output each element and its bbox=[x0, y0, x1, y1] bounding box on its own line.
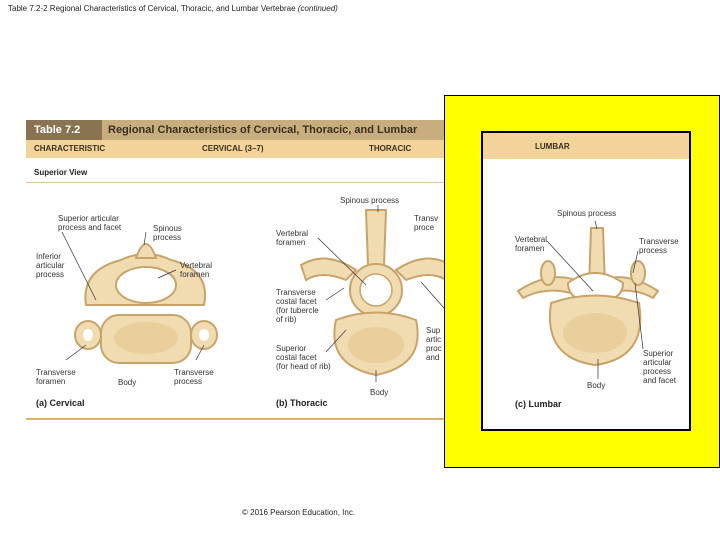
divider bbox=[26, 182, 694, 183]
label-cervical-spinous: Spinous process bbox=[153, 224, 182, 242]
label-text: Spinous process bbox=[557, 209, 617, 218]
label-text: Transverse costal facet (for tubercle of… bbox=[276, 288, 319, 324]
label-text: Transverse foramen bbox=[36, 368, 76, 386]
label-cervical-transverse-process: Transverse process bbox=[174, 368, 214, 386]
label-thoracic-body: Body bbox=[370, 388, 388, 397]
copyright-footer: © 2016 Pearson Education, Inc. bbox=[242, 508, 356, 517]
table-title: Regional Characteristics of Cervical, Th… bbox=[108, 124, 418, 136]
slide-title: Table 7.2-2 Regional Characteristics of … bbox=[8, 4, 338, 13]
caption-cervical: (a) Cervical bbox=[36, 398, 85, 408]
vertebrae-illustrations bbox=[61, 205, 453, 382]
label-text: Superior articular process and facet bbox=[58, 214, 122, 232]
slide-title-suffix: (continued) bbox=[297, 4, 338, 13]
table-number: Table 7.2 bbox=[26, 120, 102, 140]
label-text: Superior costal facet (for head of rib) bbox=[276, 344, 331, 371]
label-thoracic-superior-partial: Sup artic proc and bbox=[426, 326, 442, 362]
thoracic-vertebra-drawing bbox=[299, 205, 453, 382]
label-inferior-articular: Inferior articular process bbox=[36, 252, 64, 279]
label-text: Body bbox=[587, 381, 606, 390]
label-lumbar-vertebral-foramen: Vertebral foramen bbox=[515, 235, 547, 253]
label-text: Transverse process bbox=[174, 368, 214, 386]
label-text: Transverse process bbox=[639, 237, 679, 255]
label-superior-costal-facet: Superior costal facet (for head of rib) bbox=[276, 344, 331, 371]
column-cervical: CERVICAL (3–7) bbox=[202, 144, 264, 153]
caption-thoracic: (b) Thoracic bbox=[276, 398, 328, 408]
label-text: Body bbox=[370, 388, 389, 397]
label-lumbar-spinous: Spinous process bbox=[557, 209, 616, 218]
label-thoracic-spinous: Spinous process bbox=[340, 196, 399, 205]
label-cervical-body: Body bbox=[118, 378, 136, 387]
label-text: Spinous process bbox=[153, 224, 182, 242]
slide-title-text: Table 7.2-2 Regional Characteristics of … bbox=[8, 4, 296, 13]
label-text: Vertebral foramen bbox=[276, 229, 309, 247]
column-thoracic: THORACIC bbox=[369, 144, 412, 153]
lumbar-column-title: LUMBAR bbox=[535, 142, 570, 151]
label-text: Vertebral foramen bbox=[515, 235, 548, 253]
table-figure: Table 7.2 Regional Characteristics of Ce… bbox=[26, 120, 694, 420]
cervical-vertebra-drawing bbox=[61, 231, 218, 364]
label-text: Spinous process bbox=[340, 196, 400, 205]
label-text: Vertebral foramen bbox=[180, 261, 213, 279]
column-characteristic: CHARACTERISTIC bbox=[34, 144, 106, 153]
label-text: Superior articular process and facet bbox=[643, 349, 676, 385]
table-bottom-rule bbox=[26, 418, 694, 420]
label-lumbar-body: Body bbox=[587, 381, 605, 390]
label-text: Body bbox=[118, 378, 137, 387]
label-cervical-vertebral-foramen: Vertebral foramen bbox=[180, 261, 212, 279]
row-label-superior-view: Superior View bbox=[34, 168, 88, 177]
lumbar-vertebra-drawing bbox=[516, 220, 660, 379]
label-transverse-foramen: Transverse foramen bbox=[36, 368, 76, 386]
label-lumbar-transverse: Transverse process bbox=[639, 237, 679, 255]
label-transverse-costal-facet: Transverse costal facet (for tubercle of… bbox=[276, 288, 319, 324]
label-thoracic-transverse-partial: Transv proce bbox=[414, 214, 438, 232]
label-text: Sup artic proc and bbox=[426, 326, 442, 362]
label-superior-articular: Superior articular process and facet bbox=[58, 214, 121, 232]
label-lumbar-superior-articular: Superior articular process and facet bbox=[643, 349, 676, 385]
lumbar-panel: LUMBAR Spinous process Vertebral foramen… bbox=[481, 131, 691, 431]
label-text: Inferior articular process bbox=[36, 252, 65, 279]
label-thoracic-vertebral-foramen: Vertebral foramen bbox=[276, 229, 308, 247]
label-text: Transv proce bbox=[414, 214, 439, 232]
caption-lumbar: (c) Lumbar bbox=[515, 399, 562, 409]
lumbar-column-header: LUMBAR bbox=[483, 133, 689, 159]
